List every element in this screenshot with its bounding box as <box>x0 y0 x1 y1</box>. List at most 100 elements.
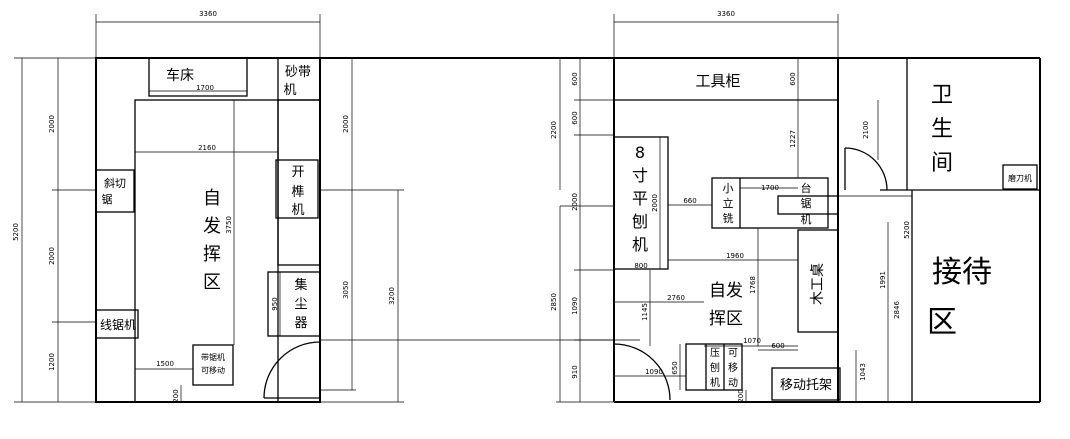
planer <box>613 136 669 270</box>
table-saw-blade <box>777 195 839 215</box>
right-upper-dim: 2000 <box>342 115 350 133</box>
press-planer-label-3: 机 <box>710 376 720 389</box>
mobile-label-3: 动 <box>728 377 738 389</box>
h1090-dim: 1090 <box>571 297 579 315</box>
v1227-dim: 1227 <box>789 130 797 148</box>
saw-gap-dim: 200 <box>172 389 180 402</box>
sander-label-2: 机 <box>283 83 296 98</box>
inner-width-dim: 2160 <box>198 144 216 152</box>
left-door-arc <box>263 341 321 399</box>
mobile-rack-label: 移动托架 <box>780 378 832 393</box>
left-seg-mid-dim: 2000 <box>48 247 56 265</box>
span1700-dim: 1700 <box>761 184 779 192</box>
woodwork-table-label: 木工桌 <box>810 263 826 305</box>
dust-collector <box>267 271 321 337</box>
press-planer <box>685 343 743 391</box>
scroll-saw <box>95 309 139 339</box>
h2000-dim: 2000 <box>571 193 579 211</box>
left-seg-low-dim: 1200 <box>48 353 56 371</box>
reception-label-1: 接待 <box>932 255 992 290</box>
restroom-label-3: 间 <box>931 151 953 176</box>
free-area-label-1: 自 <box>203 188 221 209</box>
tenon-label-1: 开 <box>291 165 304 180</box>
collector-label-2: 尘 <box>294 297 307 312</box>
gap660-dim: 660 <box>683 197 696 205</box>
v1145-dim: 1145 <box>641 303 649 321</box>
planer-depth-dim: 2000 <box>651 194 659 212</box>
cabinet-right-dim: 600 <box>789 72 797 85</box>
right-free-area-label-1: 自发 <box>709 281 743 301</box>
lathe <box>148 57 248 97</box>
h910-dim: 910 <box>571 365 579 378</box>
planer-label-3: 平 <box>632 189 648 208</box>
right-top-width-dim: 3360 <box>717 10 735 18</box>
sander-label-1: 砂带 <box>285 65 311 80</box>
left-total-height-dim: 5200 <box>12 223 20 241</box>
table-saw-label-3: 机 <box>801 212 812 226</box>
collector-label-1: 集 <box>294 277 307 293</box>
v2100-dim: 2100 <box>862 121 870 139</box>
press-planer-label-1: 压 <box>710 347 720 359</box>
tool-cabinet-label: 工具柜 <box>695 72 740 90</box>
v1043-dim: 1043 <box>859 363 867 381</box>
h600a-dim: 600 <box>571 72 579 85</box>
table-saw-label-2: 锯 <box>801 196 812 210</box>
right-floor-plan: 3360 2200 600 600 2000 910 2850 1090 工具柜… <box>550 10 1041 403</box>
free-area-label-3: 挥 <box>203 244 221 265</box>
v2846-dim: 2846 <box>893 301 901 319</box>
v650-dim: 650 <box>671 361 679 374</box>
tenon-label-2: 榫 <box>291 185 304 200</box>
mill-label-1: 小 <box>723 182 734 195</box>
mill-label-2: 立 <box>723 196 734 210</box>
right-free-area-label-2: 挥区 <box>709 309 743 329</box>
saw-offset-dim: 1500 <box>156 360 174 368</box>
miter-saw <box>95 169 135 213</box>
left-floor-plan: 3360 5200 2000 2000 1200 2000 3050 3200 … <box>12 10 640 403</box>
v1991-dim: 1991 <box>879 271 887 289</box>
woodwork-table <box>797 229 839 333</box>
restroom-label-1: 卫 <box>931 83 953 108</box>
table-saw-label-1: 台 <box>801 181 812 195</box>
right-door-arc <box>844 147 888 191</box>
lathe-label: 车床 <box>166 67 194 84</box>
right-lower-dim: 3050 <box>342 281 350 299</box>
tenon-machine <box>275 159 319 219</box>
tenon-cabinet <box>277 99 321 266</box>
span600-dim: 600 <box>771 342 784 350</box>
v200-dim: 200 <box>737 389 745 402</box>
v1768-dim: 1768 <box>749 276 757 294</box>
restroom-label-2: 生 <box>931 117 953 142</box>
band-saw-label-1: 带锯机 <box>201 352 225 362</box>
span2760-dim: 2760 <box>667 294 685 302</box>
press-planer-label-2: 刨 <box>710 361 720 374</box>
v5200-dim: 5200 <box>903 221 911 239</box>
left-seg-upper-dim: 2000 <box>48 115 56 133</box>
collector-label-3: 器 <box>294 316 307 331</box>
right-left-total-dim: 2200 <box>550 121 558 139</box>
planer-label-1: 8 <box>635 143 645 162</box>
planer-width-dim: 800 <box>634 262 647 270</box>
span1070-dim: 1070 <box>743 337 761 345</box>
scroll-saw-label: 线锯机 <box>100 317 136 332</box>
h2850-dim: 2850 <box>550 293 558 311</box>
mobile-label-1: 可 <box>728 348 738 359</box>
planer-label-2: 寸 <box>632 166 648 185</box>
grinder-label: 磨刀机 <box>1008 173 1032 183</box>
planer-label-4: 刨 <box>632 212 648 231</box>
mill-saw-table <box>711 177 829 229</box>
grinder <box>1002 164 1038 190</box>
tenon-label-3: 机 <box>291 203 304 218</box>
band-saw <box>192 344 234 386</box>
h600b-dim: 600 <box>571 111 579 124</box>
inner-height-dim: 3750 <box>225 216 233 234</box>
span1960-dim: 1960 <box>726 252 744 260</box>
reception-label-2: 区 <box>927 305 957 340</box>
lathe-width-dim: 1700 <box>196 84 214 92</box>
span1090-dim: 1090 <box>645 368 663 376</box>
miter-saw-label-2: 锯 <box>102 192 113 206</box>
mobile-rack <box>771 367 841 401</box>
mill-label-3: 铣 <box>723 211 734 225</box>
left-top-width-dim: 3360 <box>199 10 217 18</box>
mobile-label-2: 移 <box>728 361 738 374</box>
